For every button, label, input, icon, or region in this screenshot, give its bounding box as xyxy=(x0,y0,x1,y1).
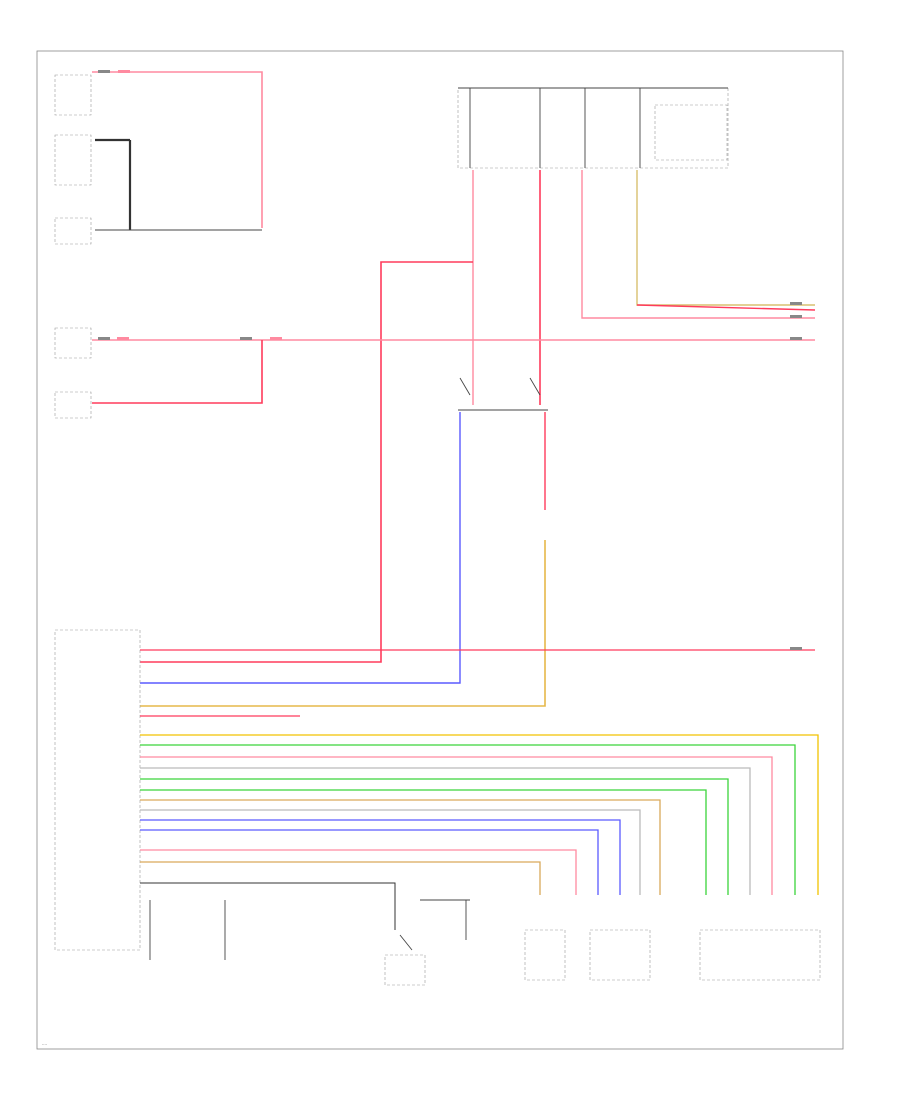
footer-code: .... xyxy=(42,1041,47,1046)
diagram-frame xyxy=(36,50,844,1050)
wire-red-main xyxy=(140,261,473,663)
wire-tan-vertical xyxy=(140,412,546,707)
harness-lines xyxy=(140,649,819,930)
label-marks xyxy=(98,70,802,650)
fuse-block xyxy=(457,87,729,169)
control-module xyxy=(54,629,141,951)
bottom-sensors xyxy=(149,899,821,986)
wire-red-top-left xyxy=(92,71,263,228)
clutch-switch xyxy=(458,377,548,411)
fuse-output-wires xyxy=(472,170,816,405)
top-left-components xyxy=(54,74,262,245)
wire-blue xyxy=(140,412,461,684)
wire-red-middle xyxy=(54,327,815,419)
